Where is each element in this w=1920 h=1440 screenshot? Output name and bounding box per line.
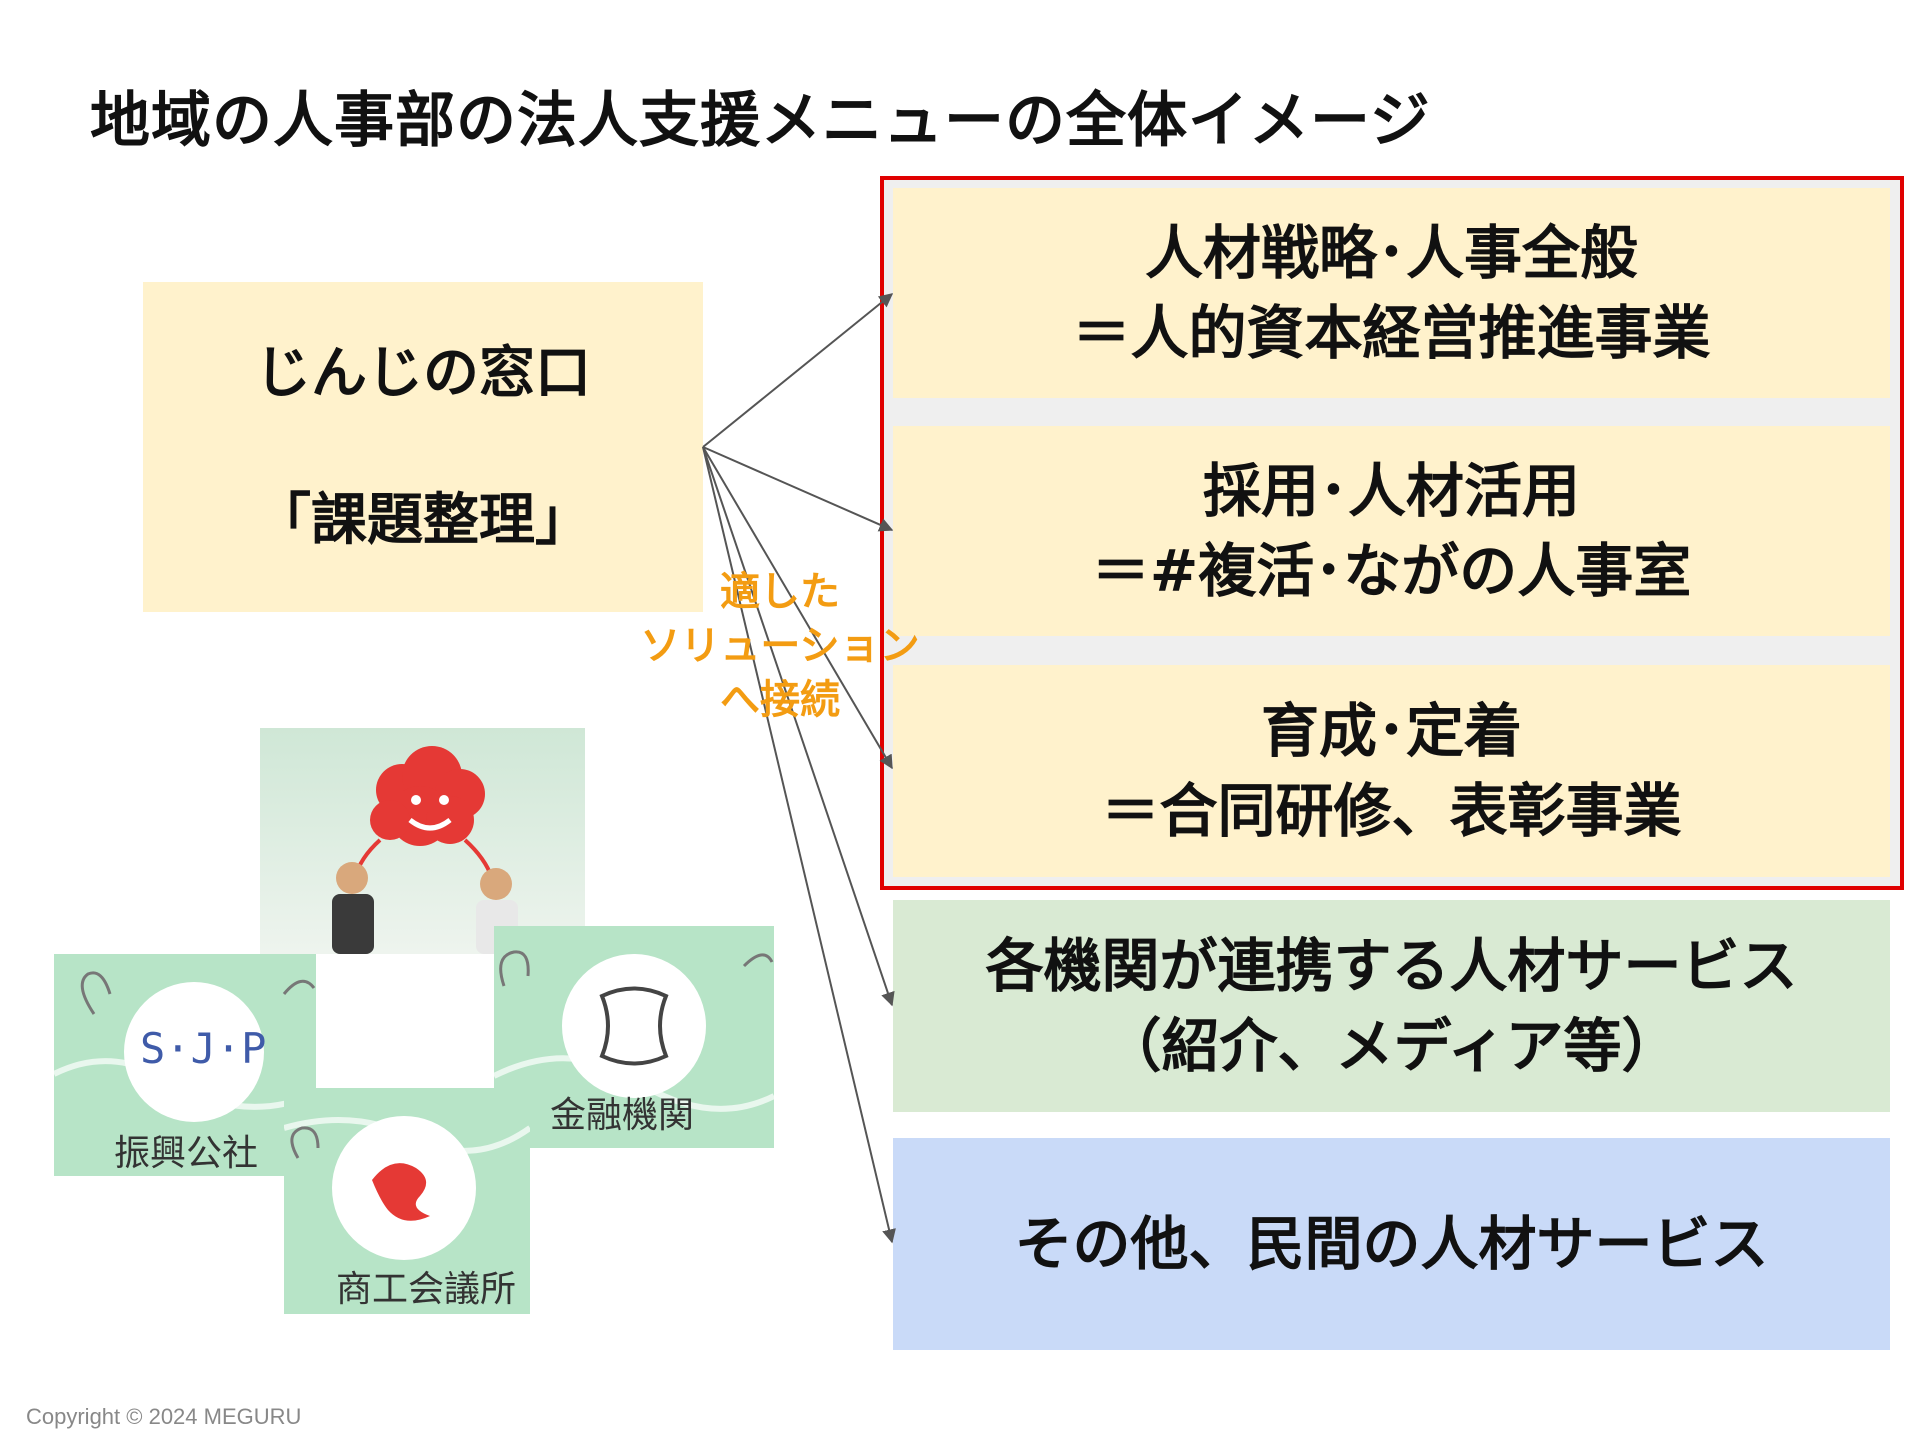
mascot-illustration [260,728,585,954]
sp-logo-text: S·J·P [140,1024,267,1073]
solution-heading: 各機関が連携する人材サービス [985,931,1798,1000]
copyright-footer: Copyright © 2024 MEGURU [26,1404,302,1429]
solution-hr-strategy: 人材戦略･人事全般 ＝人的資本経営推進事業 [893,188,1890,398]
solution-detail: ＝#複活･ながの人事室 [1091,537,1692,605]
solution-detail: ＝合同研修、表彰事業 [1101,777,1682,845]
shoko-tile: 商工会議所 [284,1088,530,1314]
connect-label-line: へ接続 [720,677,840,723]
solution-heading: その他、民間の人材サービス [1014,1209,1769,1278]
solution-detail: ＝人的資本経営推進事業 [1072,299,1711,367]
connect-label-line: ソリューション [640,623,920,669]
solution-recruitment: 採用･人材活用 ＝#複活･ながの人事室 [893,426,1890,636]
sp-caption: 振興公社 [114,1133,259,1174]
kinyu-caption: 金融機関 [550,1095,695,1136]
coin-icon [599,986,669,1066]
blank-tile [316,954,494,1088]
solution-detail: （紹介、メディア等） [1103,1012,1680,1080]
jinji-window-box: じんじの窓口 「課題整理」 [143,282,703,612]
solution-private-services: その他、民間の人材サービス [893,1138,1890,1350]
window-box-title: じんじの窓口 [255,340,591,406]
solution-heading: 人材戦略･人事全般 [1144,218,1638,287]
shoko-emblem-icon [372,1163,430,1221]
shoko-caption: 商工会議所 [336,1269,517,1310]
solution-training: 育成･定着 ＝合同研修、表彰事業 [893,665,1890,877]
connect-label-line: 適した [720,569,840,615]
arrow-to-solution-2 [702,446,894,532]
solution-heading: 育成･定着 [1260,696,1522,765]
page-title: 地域の人事部の法人支援メニューの全体イメージ [90,86,1431,156]
window-box-subtitle: 「課題整理」 [255,488,591,553]
connect-label: 適した ソリューション へ接続 [640,565,920,727]
arrow-to-solution-1 [702,293,894,448]
solution-partner-services: 各機関が連携する人材サービス （紹介、メディア等） [893,900,1890,1112]
sp-tile: S·J·P 振興公社 [54,954,316,1176]
kinyu-tile: 金融機関 [494,926,774,1148]
solution-heading: 採用･人材活用 [1202,456,1580,525]
